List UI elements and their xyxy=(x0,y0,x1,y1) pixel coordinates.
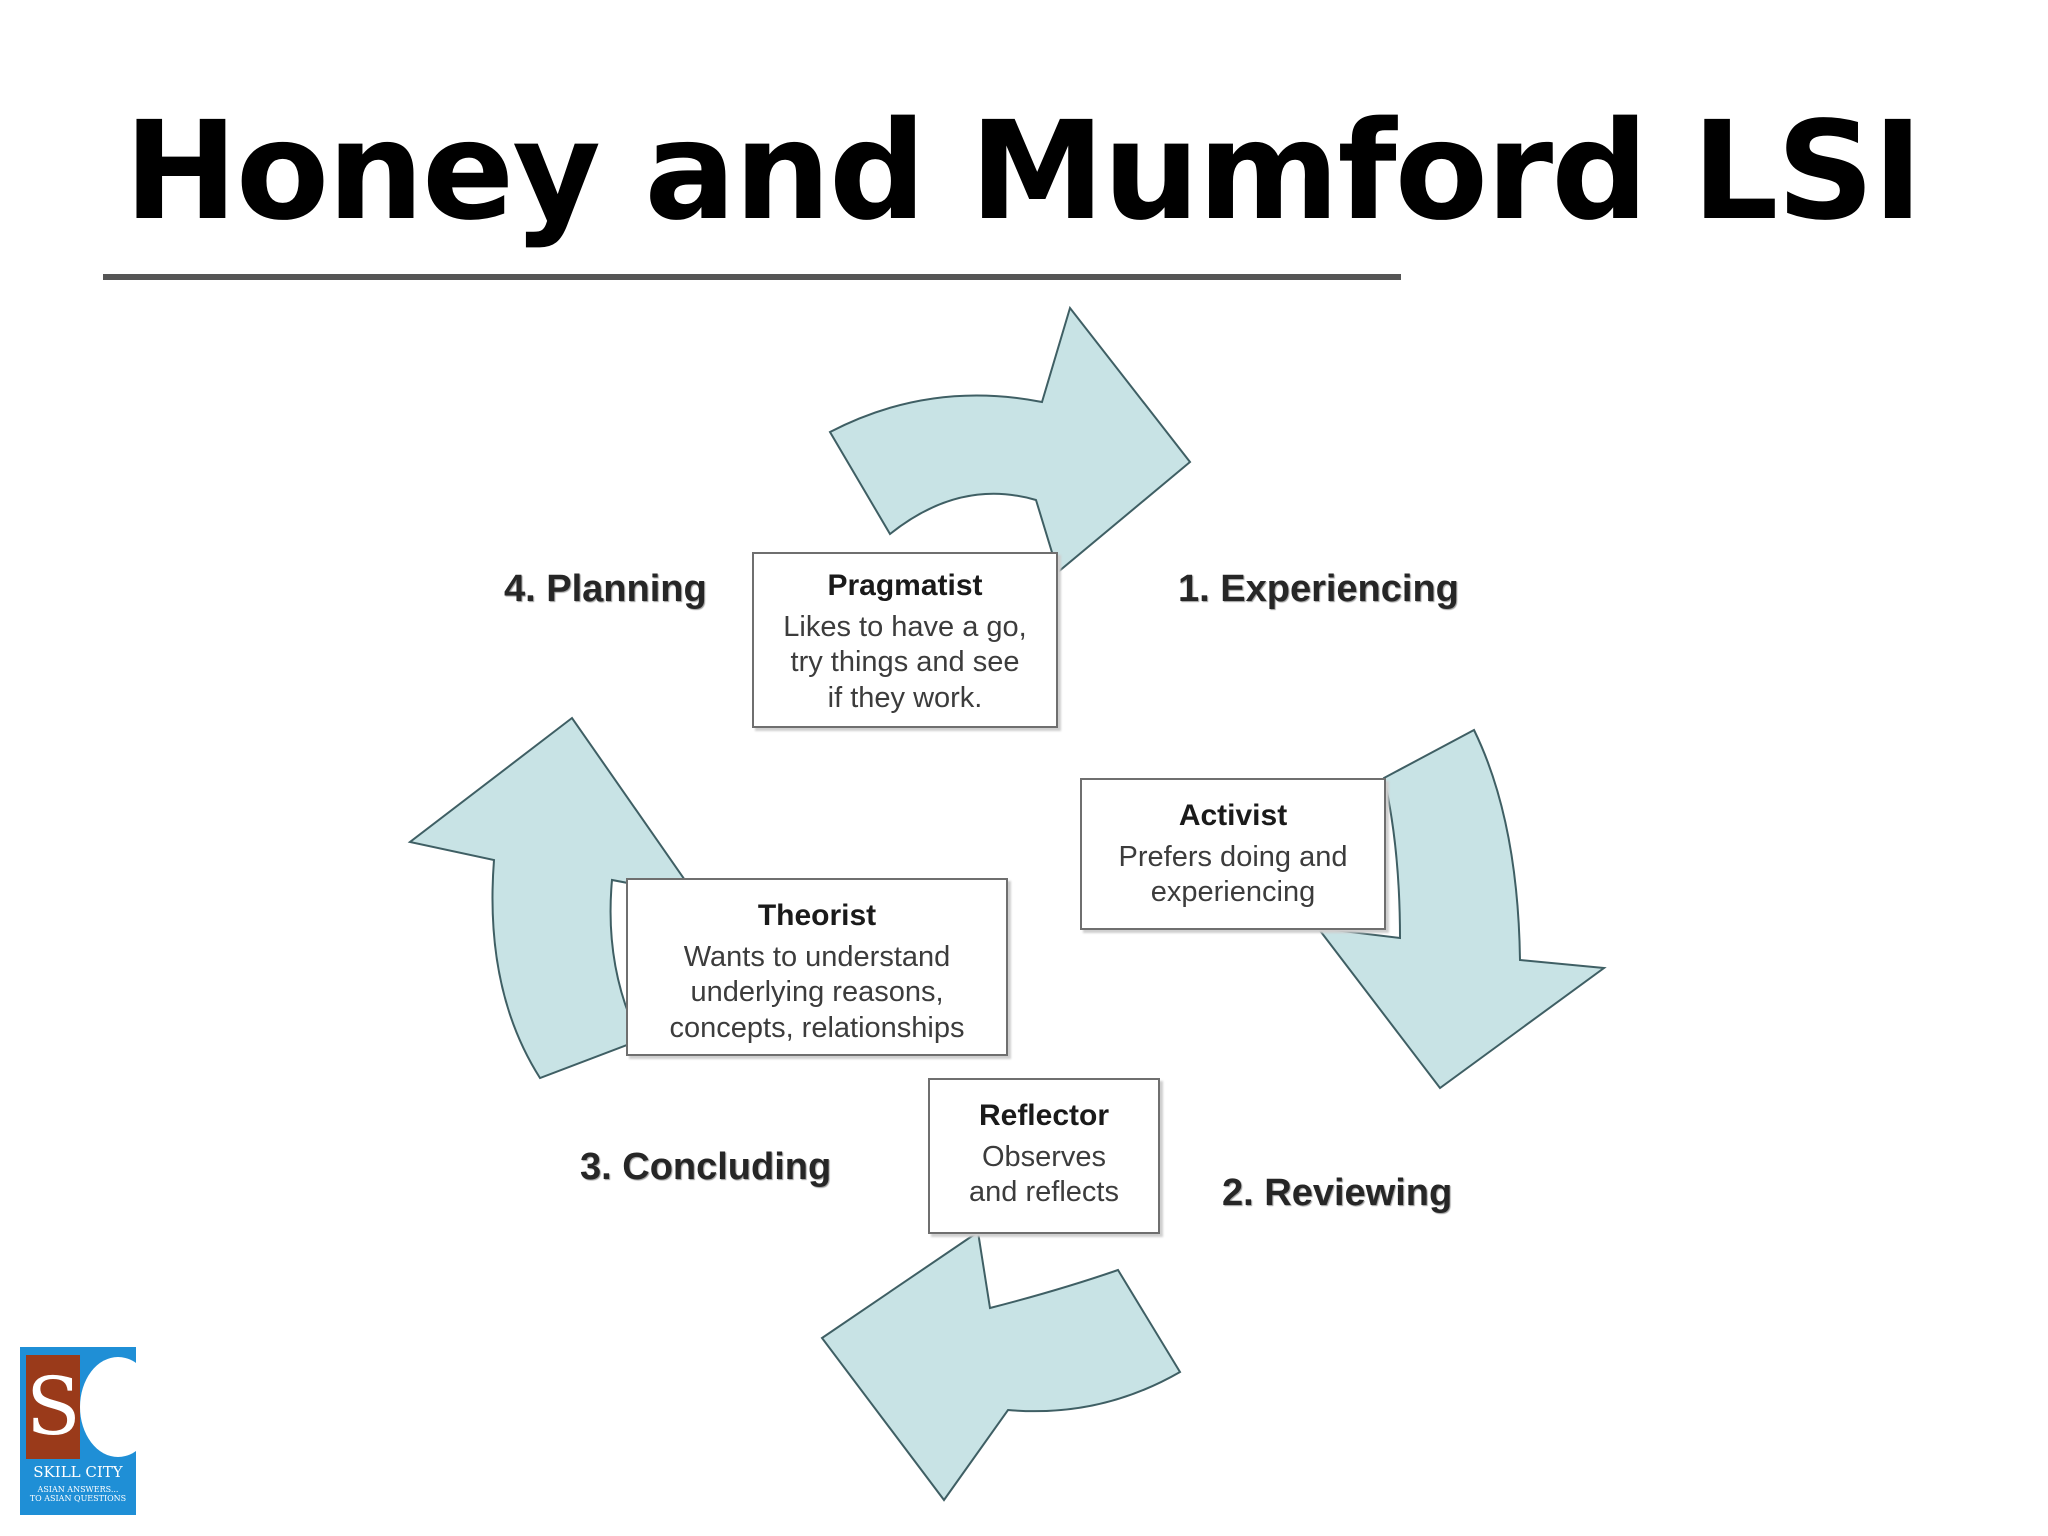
logo-tagline-line-1: ASIAN ANSWERS... xyxy=(37,1485,119,1494)
activist-description: Prefers doing and experiencing xyxy=(1082,840,1384,911)
stage-label-planning: 4. Planning xyxy=(504,568,707,610)
theorist-box: Theorist Wants to understand underlying … xyxy=(626,878,1008,1056)
skill-city-logo: S SKILL CITY ASIAN ANSWERS... TO ASIAN Q… xyxy=(20,1347,136,1515)
logo-tagline-line-2: TO ASIAN QUESTIONS xyxy=(29,1494,127,1504)
stage-label-experiencing: 1. Experiencing xyxy=(1178,568,1459,610)
arrow-reviewing-to-concluding xyxy=(820,1230,1182,1502)
arrow-planning-to-experiencing xyxy=(828,305,1192,574)
pragmatist-line-2: try things and see xyxy=(790,646,1020,679)
activist-box: Activist Prefers doing and experiencing xyxy=(1080,778,1386,930)
title-underline xyxy=(103,274,1401,280)
reflector-title: Reflector xyxy=(978,1099,1110,1132)
logo-tagline: ASIAN ANSWERS... TO ASIAN QUESTIONS xyxy=(20,1485,136,1503)
logo-c-shape xyxy=(80,1357,136,1457)
stage-label-concluding: 3. Concluding xyxy=(580,1146,832,1188)
theorist-line-1: Wants to understand xyxy=(683,941,951,973)
reflector-line-1: Observes xyxy=(981,1141,1107,1173)
activist-title: Activist xyxy=(1178,799,1288,832)
stage-label-reviewing: 2. Reviewing xyxy=(1222,1172,1453,1214)
arrow-experiencing-to-reviewing xyxy=(1315,728,1607,1090)
theorist-title: Theorist xyxy=(757,899,877,932)
reflector-box: Reflector Observes and reflects xyxy=(928,1078,1160,1234)
pragmatist-description: Likes to have a go, try things and see i… xyxy=(754,610,1056,716)
activist-line-1: Prefers doing and xyxy=(1118,841,1348,873)
pragmatist-title: Pragmatist xyxy=(827,569,983,602)
slide-title: Honey and Mumford LSI xyxy=(124,93,1923,251)
reflector-description: Observes and reflects xyxy=(930,1140,1158,1211)
arrow-concluding-to-planning xyxy=(407,716,699,1080)
theorist-description: Wants to understand underlying reasons, … xyxy=(628,940,1006,1046)
logo-name: SKILL CITY xyxy=(33,1463,123,1481)
logo-s-letter: S xyxy=(26,1355,81,1459)
pragmatist-line-3: if they work. xyxy=(827,681,983,714)
pragmatist-box: Pragmatist Likes to have a go, try thing… xyxy=(752,552,1058,728)
activist-line-2: experiencing xyxy=(1150,876,1316,909)
reflector-line-2: and reflects xyxy=(969,1176,1119,1209)
theorist-line-3: concepts, relationships xyxy=(669,1011,965,1044)
pragmatist-line-1: Likes to have a go, xyxy=(783,611,1027,643)
theorist-line-2: underlying reasons, xyxy=(690,976,944,1009)
